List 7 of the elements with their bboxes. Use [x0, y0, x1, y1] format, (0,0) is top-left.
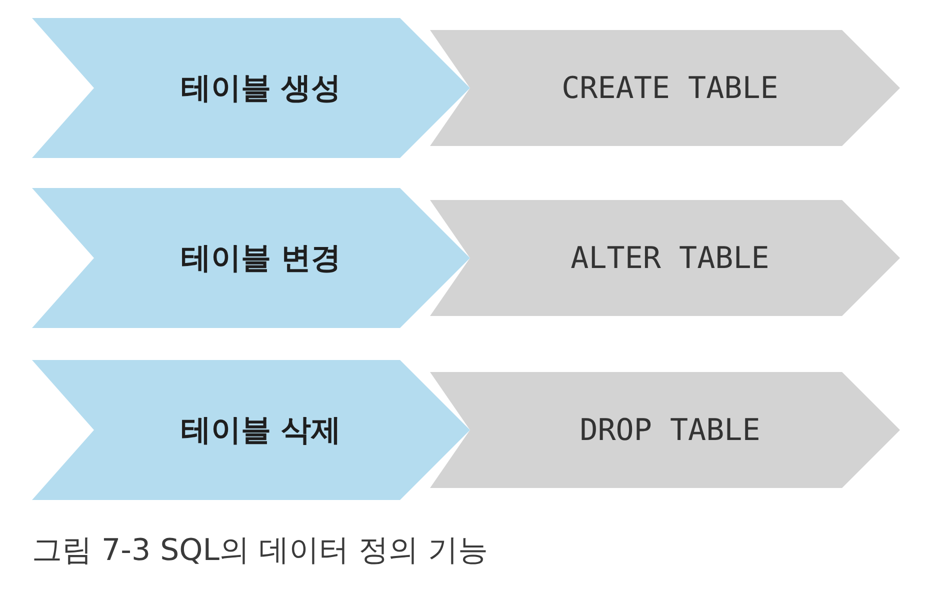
command-label: ALTER TABLE — [570, 240, 770, 278]
step-label: 테이블 삭제 — [180, 412, 342, 450]
step-label: 테이블 생성 — [180, 70, 342, 108]
command-label: CREATE TABLE — [562, 70, 778, 108]
figure-caption: 그림 7-3 SQL의 데이터 정의 기능 — [32, 532, 488, 570]
command-label: DROP TABLE — [580, 412, 760, 450]
step-label: 테이블 변경 — [180, 240, 342, 278]
